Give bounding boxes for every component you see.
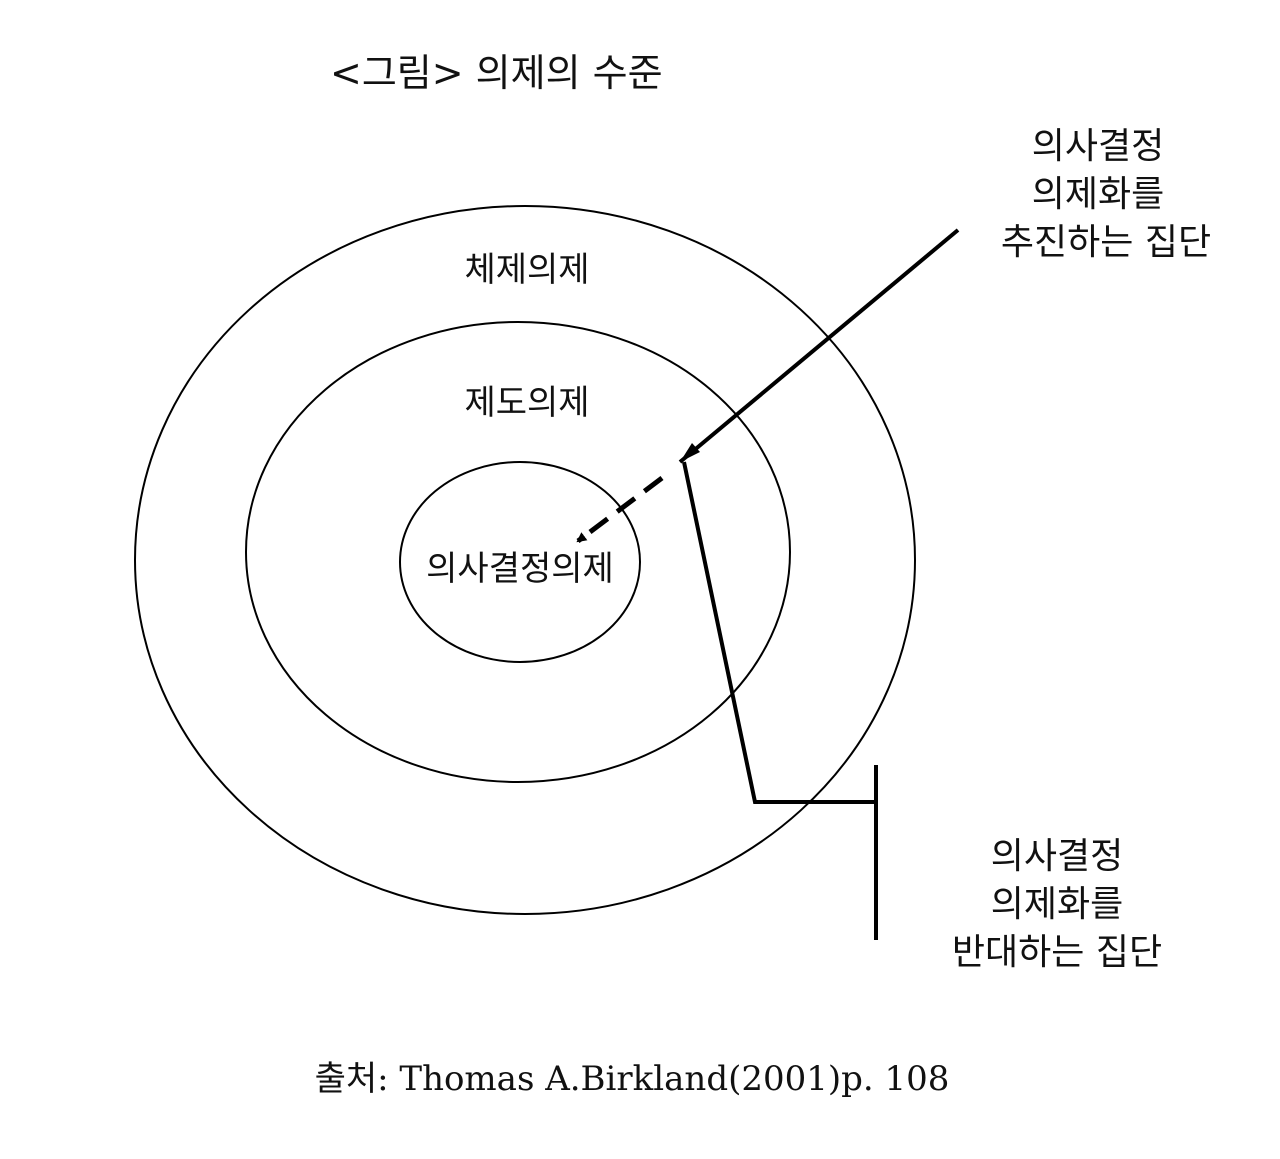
middle-ellipse-institutional-agenda	[245, 321, 791, 783]
push-arrow-small-head-icon	[680, 443, 700, 462]
label-system-agenda: 체제의제	[464, 250, 589, 290]
push-arrow-solid-line	[678, 228, 960, 464]
push-group-line-2: 의제화를	[1032, 174, 1164, 215]
push-arrow-dashed-line	[576, 476, 664, 543]
push-group-line-3: 추진하는 집단	[1001, 222, 1211, 263]
diagram-title: <그림> 의제의 수준	[330, 51, 663, 95]
source-citation: 출처: Thomas A.Birkland(2001)p. 108	[315, 1059, 950, 1099]
oppose-group-line-1: 의사결정	[991, 836, 1123, 877]
oppose-block-line	[682, 461, 876, 804]
oppose-group-line-3: 반대하는 집단	[952, 932, 1162, 973]
outer-ellipse-system-agenda	[134, 205, 916, 915]
label-decision-agenda: 의사결정의제	[426, 549, 614, 589]
inner-ellipse-decision-agenda	[399, 461, 641, 663]
push-group-line-1: 의사결정	[1032, 126, 1164, 167]
oppose-group-line-2: 의제화를	[991, 884, 1123, 925]
label-institutional-agenda: 제도의제	[464, 383, 589, 423]
